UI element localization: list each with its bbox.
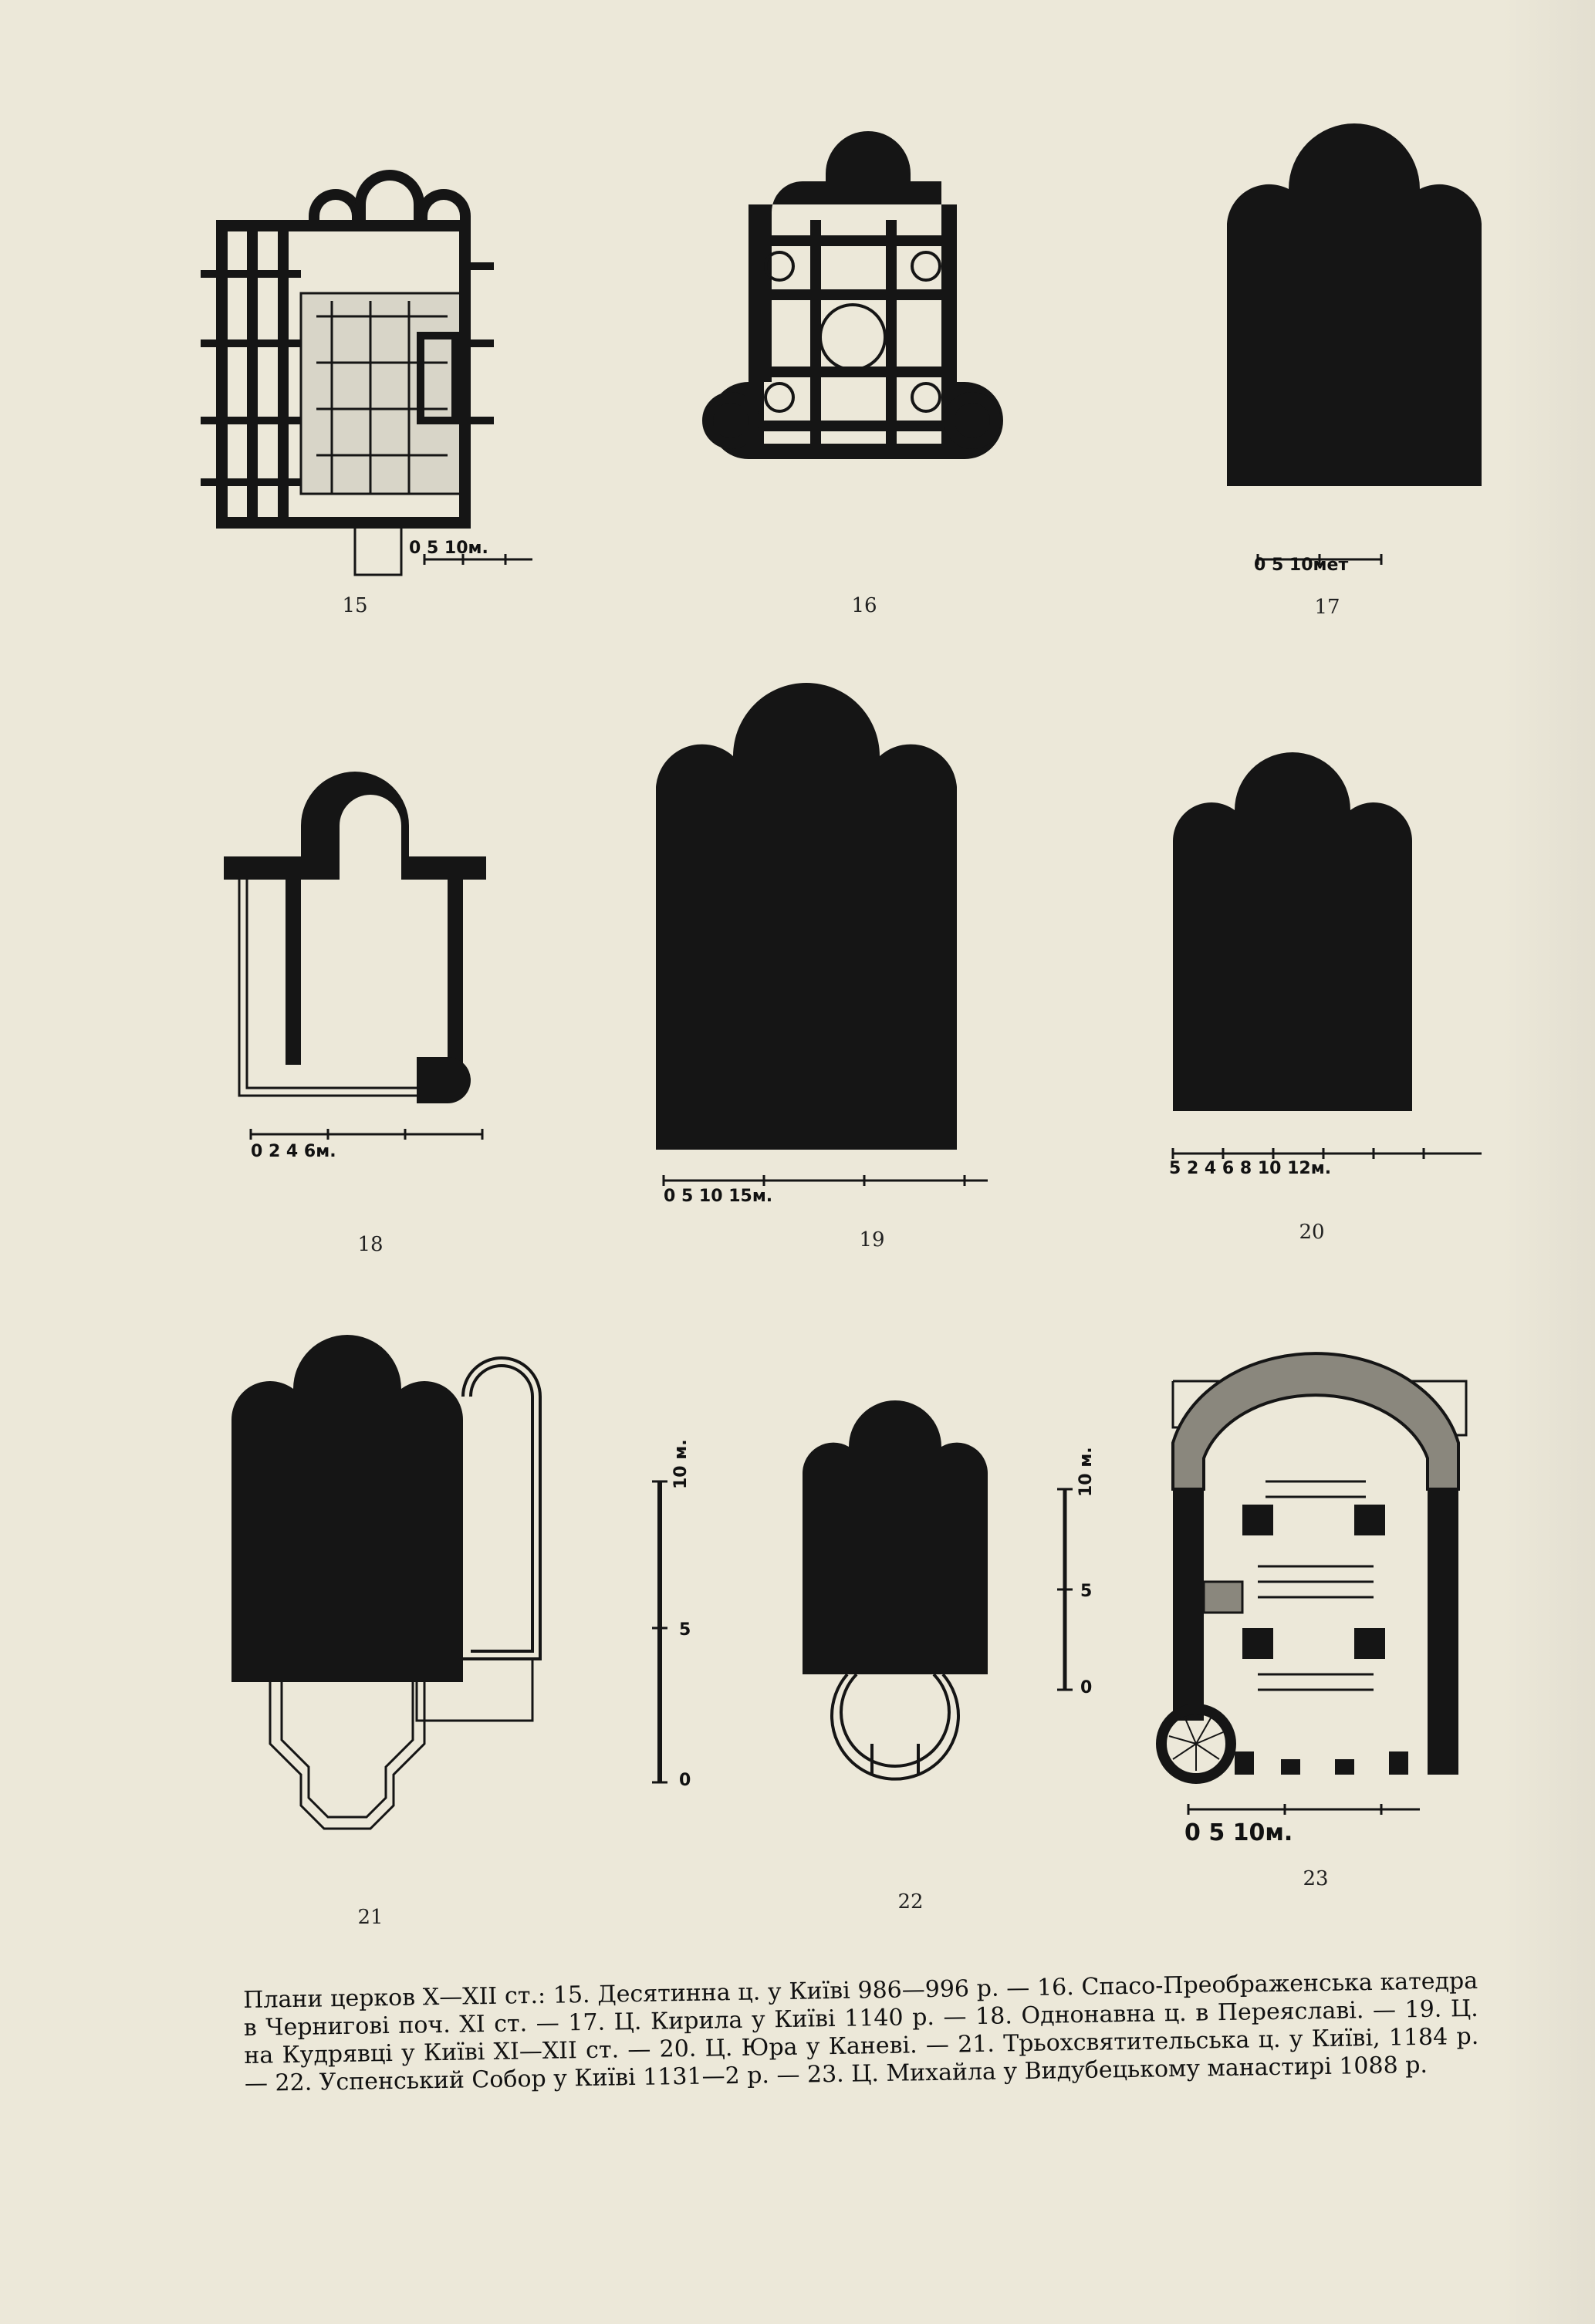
church-plan-19-drawing	[656, 683, 988, 1186]
scale-label-22-top: 10 м.	[1076, 1447, 1096, 1497]
scale-label-21-top: 10 м.	[671, 1439, 691, 1489]
plan-figure-18: 0 2 4 6м.	[216, 764, 548, 1181]
scale-label-22-bottom: 0	[1080, 1678, 1093, 1697]
figure-number-17: 17	[1314, 596, 1340, 619]
church-plan-21-drawing	[231, 1335, 667, 1830]
plan-figure-17: 0 5 10мет	[1211, 123, 1512, 586]
scale-label-20: 5 2 4 6 8 10 12м.	[1169, 1159, 1332, 1178]
scale-label-18: 0 2 4 6м.	[251, 1142, 336, 1161]
plan-figure-20: 5 2 4 6 8 10 12м.	[1157, 752, 1497, 1196]
figure-number-23: 23	[1303, 1867, 1329, 1890]
church-plan-16-drawing	[702, 131, 1003, 459]
church-plan-20-drawing	[1171, 752, 1482, 1159]
scale-label-21-bottom: 0	[679, 1771, 691, 1790]
church-plan-23-drawing	[1156, 1352, 1468, 1815]
plan-figure-23: 0 5 10м.	[1150, 1352, 1505, 1860]
church-plan-17-drawing	[1227, 123, 1482, 565]
figure-number-21: 21	[357, 1906, 384, 1929]
scale-label-15: 0 5 10м.	[409, 539, 488, 558]
scale-label-22-mid: 5	[1080, 1582, 1093, 1601]
figure-number-19: 19	[859, 1228, 885, 1252]
church-plan-18-drawing	[224, 772, 486, 1140]
plan-figure-19: 0 5 10 15м.	[648, 683, 1034, 1227]
page-edge-shading	[1502, 0, 1595, 2324]
plan-figure-21: 10 м. 5 0	[224, 1335, 725, 1867]
figure-caption: Плани церков X—XII ст.: 15. Десятинна ц.…	[243, 1967, 1479, 2097]
church-plan-22-drawing	[802, 1400, 1073, 1781]
figure-number-20: 20	[1299, 1221, 1325, 1244]
scale-label-19: 0 5 10 15м.	[664, 1187, 773, 1206]
plan-figure-16	[671, 131, 1034, 529]
scale-label-23: 0 5 10м.	[1184, 1819, 1293, 1846]
plan-figure-15: 0 5 10м.	[201, 170, 556, 586]
church-plan-15-drawing	[201, 170, 532, 576]
scale-label-17: 0 5 10мет	[1254, 556, 1349, 575]
figure-number-18: 18	[357, 1233, 384, 1256]
figure-number-16: 16	[851, 594, 877, 617]
figure-number-22: 22	[897, 1890, 924, 1914]
scale-label-21-mid: 5	[679, 1620, 691, 1640]
plan-figure-22: 10 м. 5 0	[779, 1389, 1142, 1829]
figure-number-15: 15	[342, 594, 368, 617]
